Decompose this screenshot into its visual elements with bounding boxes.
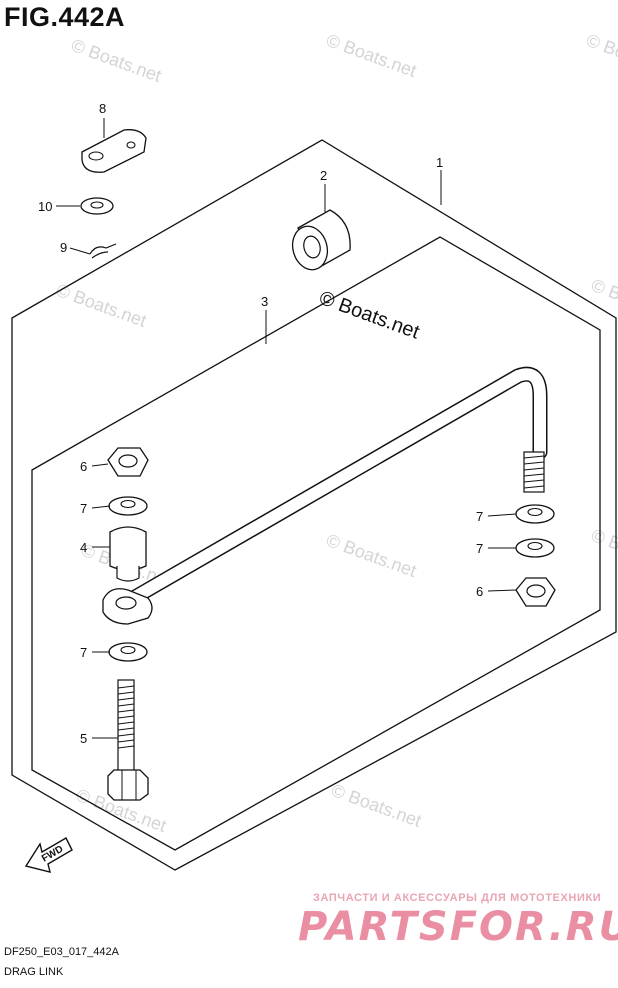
part-5-bolt xyxy=(107,679,149,801)
diagram-code: DF250_E03_017_442A xyxy=(4,946,119,958)
watermark: © Boats.net xyxy=(54,280,149,331)
callout-7-lower-right: 7 xyxy=(476,541,483,556)
part-6-nut-right xyxy=(515,577,556,607)
callout-4: 4 xyxy=(80,540,87,555)
brand-subtitle: ЗАПЧАСТИ И АКСЕССУАРЫ ДЛЯ МОТОТЕХНИКИ xyxy=(313,892,602,904)
part-8-clip xyxy=(81,129,147,173)
watermark: © Boats.net xyxy=(324,30,419,81)
callout-7-upper-right: 7 xyxy=(476,509,483,524)
part-7-washer-upper-right xyxy=(515,504,555,524)
part-4-collar xyxy=(109,526,147,582)
part-7-washer-lower-right xyxy=(515,538,555,558)
figure-title: FIG.442A xyxy=(4,2,126,32)
part-7-washer-lower-left xyxy=(108,642,148,662)
callout-3: 3 xyxy=(261,294,268,309)
assembly-outline-1 xyxy=(11,139,617,871)
callout-7-upper-left: 7 xyxy=(80,501,87,516)
part-10-washer xyxy=(80,197,114,215)
part-9-cotter-pin xyxy=(89,243,117,259)
watermark: © Boats.net xyxy=(584,30,618,81)
assembly-outline-3 xyxy=(31,236,601,851)
part-3-drag-link-rod xyxy=(102,366,548,625)
watermark: © Boats.net xyxy=(69,35,164,86)
callout-6-left: 6 xyxy=(80,459,87,474)
part-7-washer-upper-left xyxy=(108,496,148,516)
watermark: © Boats.net xyxy=(329,780,424,831)
leader-lines xyxy=(56,118,517,739)
callout-10: 10 xyxy=(38,199,52,214)
brand-logo: PARTSFOR.RU xyxy=(298,904,618,950)
watermark: © Boats.net xyxy=(589,275,618,326)
watermark: © Boats.net xyxy=(324,530,419,581)
callout-labels: 1 2 3 8 10 9 6 7 4 7 5 7 7 6 xyxy=(38,101,483,746)
callout-9: 9 xyxy=(60,240,67,255)
callout-7-lower-left: 7 xyxy=(80,645,87,660)
part-2-grommet xyxy=(291,209,351,271)
watermark: © Boats.net xyxy=(589,525,618,576)
callout-5: 5 xyxy=(80,731,87,746)
part-6-nut-left xyxy=(107,447,149,477)
callout-6-right: 6 xyxy=(476,584,483,599)
callout-1: 1 xyxy=(436,155,443,170)
callout-2: 2 xyxy=(320,168,327,183)
fwd-arrow-icon: FWD xyxy=(24,837,73,873)
diagram-name: DRAG LINK xyxy=(4,966,64,978)
callout-8: 8 xyxy=(99,101,106,116)
watermark-main: © Boats.net xyxy=(316,287,422,344)
